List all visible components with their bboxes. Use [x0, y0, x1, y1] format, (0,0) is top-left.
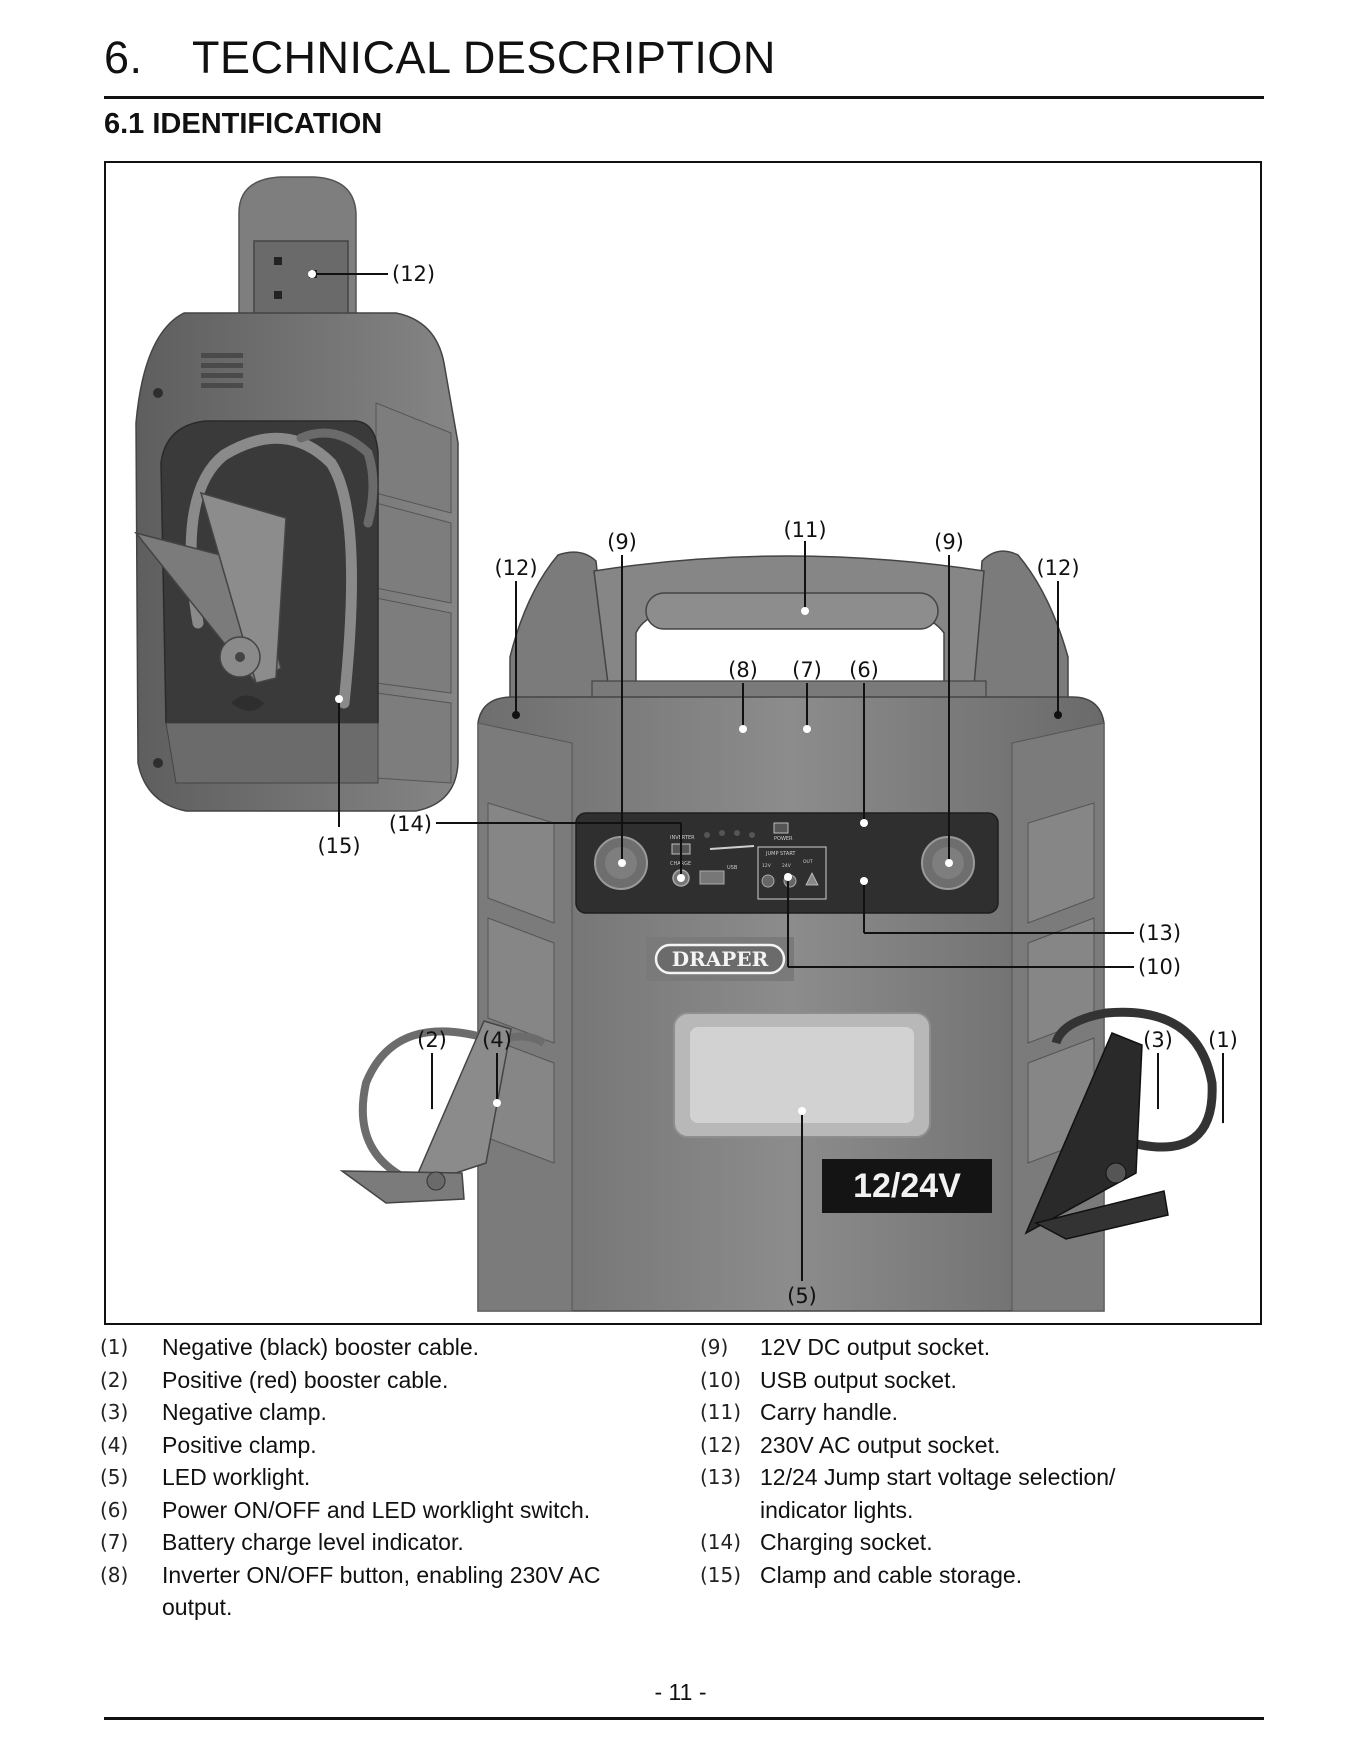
section-title: TECHNICAL DESCRIPTION — [192, 32, 776, 83]
legend-item: (1) Negative (black) booster cable. — [100, 1331, 680, 1364]
legend-item: (12) 230V AC output socket. — [700, 1429, 1260, 1462]
brand-plate — [654, 943, 786, 975]
callout-3: (3) — [1143, 1028, 1173, 1052]
legend-text: 230V AC output socket. — [760, 1431, 1001, 1458]
front-view-unit: INVERTER CHARGE USB POWER JUMP START 12V… — [477, 550, 1105, 1312]
section-heading: 6. TECHNICAL DESCRIPTION — [104, 32, 776, 84]
callout-9-left: (9) — [607, 530, 637, 554]
legend-number: (11) — [700, 1400, 742, 1424]
legend-text: LED worklight. — [162, 1464, 311, 1490]
power-label: POWER — [774, 836, 793, 842]
inverter-label: INVERTER — [670, 835, 695, 841]
legend-text: Inverter ON/OFF button, enabling 230V AC… — [162, 1561, 601, 1621]
legend-number: (10) — [700, 1367, 742, 1392]
legend-number: (1) — [100, 1335, 129, 1359]
legend-text: USB output socket. — [760, 1366, 957, 1393]
callout-8: (8) — [728, 658, 758, 682]
out-label: OUT — [803, 859, 813, 865]
jump-start-label: JUMP START — [765, 851, 796, 857]
callout-2: (2) — [417, 1028, 447, 1052]
callout-10: (10) — [1138, 955, 1181, 979]
callout-6: (6) — [849, 658, 879, 682]
power-switch — [773, 822, 789, 834]
footer-rule — [104, 1717, 1264, 1720]
callout-14: (14) — [389, 812, 432, 836]
legend-item: (15) Clamp and cable storage. — [700, 1559, 1260, 1592]
legend-number: (7) — [100, 1530, 129, 1554]
section-number: 6. — [104, 32, 143, 83]
legend-text: Positive clamp. — [162, 1431, 317, 1458]
legend-item: (10) USB output socket. — [700, 1364, 1260, 1397]
legend-item: (7) Battery charge level indicator. — [100, 1526, 680, 1559]
legend-right-column: (9) 12V DC output socket. (10) USB output … — [700, 1331, 1260, 1591]
callout-1: (1) — [1208, 1028, 1238, 1052]
legend-text: Power ON/OFF and LED worklight switch. — [162, 1496, 591, 1523]
usb-socket — [699, 870, 725, 885]
legend-text: Clamp and cable storage. — [760, 1561, 1023, 1588]
callout-13: (13) — [1138, 921, 1181, 945]
page-number: - 11 - — [654, 1679, 707, 1705]
leader-lines — [308, 270, 1227, 1281]
legend-text: Carry handle. — [760, 1399, 899, 1425]
legend-number: (12) — [700, 1432, 742, 1457]
voltage-badge — [822, 1159, 992, 1213]
legend-text: 12/24 Jump start voltage selection/ indi… — [760, 1464, 1116, 1523]
callout-7: (7) — [792, 658, 822, 682]
legend-item: (9) 12V DC output socket. — [700, 1331, 1260, 1364]
callout-12-top: (12) — [392, 262, 435, 286]
legend-number: (6) — [100, 1497, 129, 1522]
subsection-heading: 6.1 IDENTIFICATION — [104, 108, 383, 140]
callout-5: (5) — [787, 1284, 817, 1308]
legend-text: Negative (black) booster cable. — [162, 1334, 480, 1360]
legend-item: (8) Inverter ON/OFF button, enabling 230V… — [100, 1559, 680, 1624]
legend-number: (2) — [100, 1367, 129, 1392]
v24-label: 24V — [782, 863, 792, 869]
callout-4: (4) — [482, 1028, 512, 1052]
usb-label: USB — [727, 865, 738, 871]
legend-text: Charging socket. — [760, 1529, 933, 1555]
legend-text: Negative clamp. — [162, 1399, 327, 1425]
legend-number: (15) — [700, 1562, 742, 1587]
identification-figure: INVERTER CHARGE USB POWER JUMP START 12V… — [104, 161, 1262, 1325]
positive-clamp-assembly — [339, 1020, 547, 1204]
legend-number: (14) — [700, 1530, 742, 1554]
legend-item: (6) Power ON/OFF and LED worklight switch… — [100, 1494, 680, 1527]
legend-item: (3) Negative clamp. — [100, 1396, 680, 1429]
legend-text: 12V DC output socket. — [760, 1334, 991, 1360]
legend-item: (5) LED worklight. — [100, 1461, 680, 1494]
indicator-12v — [761, 874, 775, 888]
callout-9-right: (9) — [934, 530, 964, 554]
brand-label: DRAPER — [672, 947, 769, 971]
side-ac-socket — [253, 240, 349, 320]
product-illustration: INVERTER CHARGE USB POWER JUMP START 12V… — [134, 176, 1238, 1312]
legend-item: (13) 12/24 Jump start voltage selection/ … — [700, 1461, 1260, 1526]
callout-12-right: (12) — [1036, 556, 1079, 580]
callout-15: (15) — [317, 834, 360, 858]
legend-item: (11) Carry handle. — [700, 1396, 1260, 1429]
carry-handle — [645, 592, 939, 630]
legend-text: Battery charge level indicator. — [162, 1529, 464, 1555]
voltage-label: 12/24V — [853, 1167, 961, 1205]
legend-number: (5) — [100, 1465, 129, 1489]
legend-number: (13) — [700, 1465, 742, 1489]
legend-number: (3) — [100, 1400, 129, 1424]
legend-item: (14) Charging socket. — [700, 1526, 1260, 1559]
callout-11: (11) — [783, 518, 826, 542]
callout-12-left: (12) — [494, 556, 537, 580]
legend-item: (4) Positive clamp. — [100, 1429, 680, 1462]
heading-rule — [104, 96, 1264, 99]
negative-clamp-assembly — [1024, 1007, 1217, 1240]
legend-number: (9) — [700, 1335, 729, 1359]
legend-item: (2) Positive (red) booster cable. — [100, 1364, 680, 1397]
side-view-unit — [134, 176, 459, 812]
legend-number: (8) — [100, 1562, 129, 1587]
legend-left-column: (1) Negative (black) booster cable. (2) Po… — [100, 1331, 680, 1624]
callout-labels: (12) (15) (14) (12) (9) (11) (9) (12) (8… — [317, 262, 1237, 1308]
legend-number: (4) — [100, 1432, 129, 1457]
legend-text: Positive (red) booster cable. — [162, 1366, 449, 1393]
v12-label: 12V — [762, 863, 772, 869]
